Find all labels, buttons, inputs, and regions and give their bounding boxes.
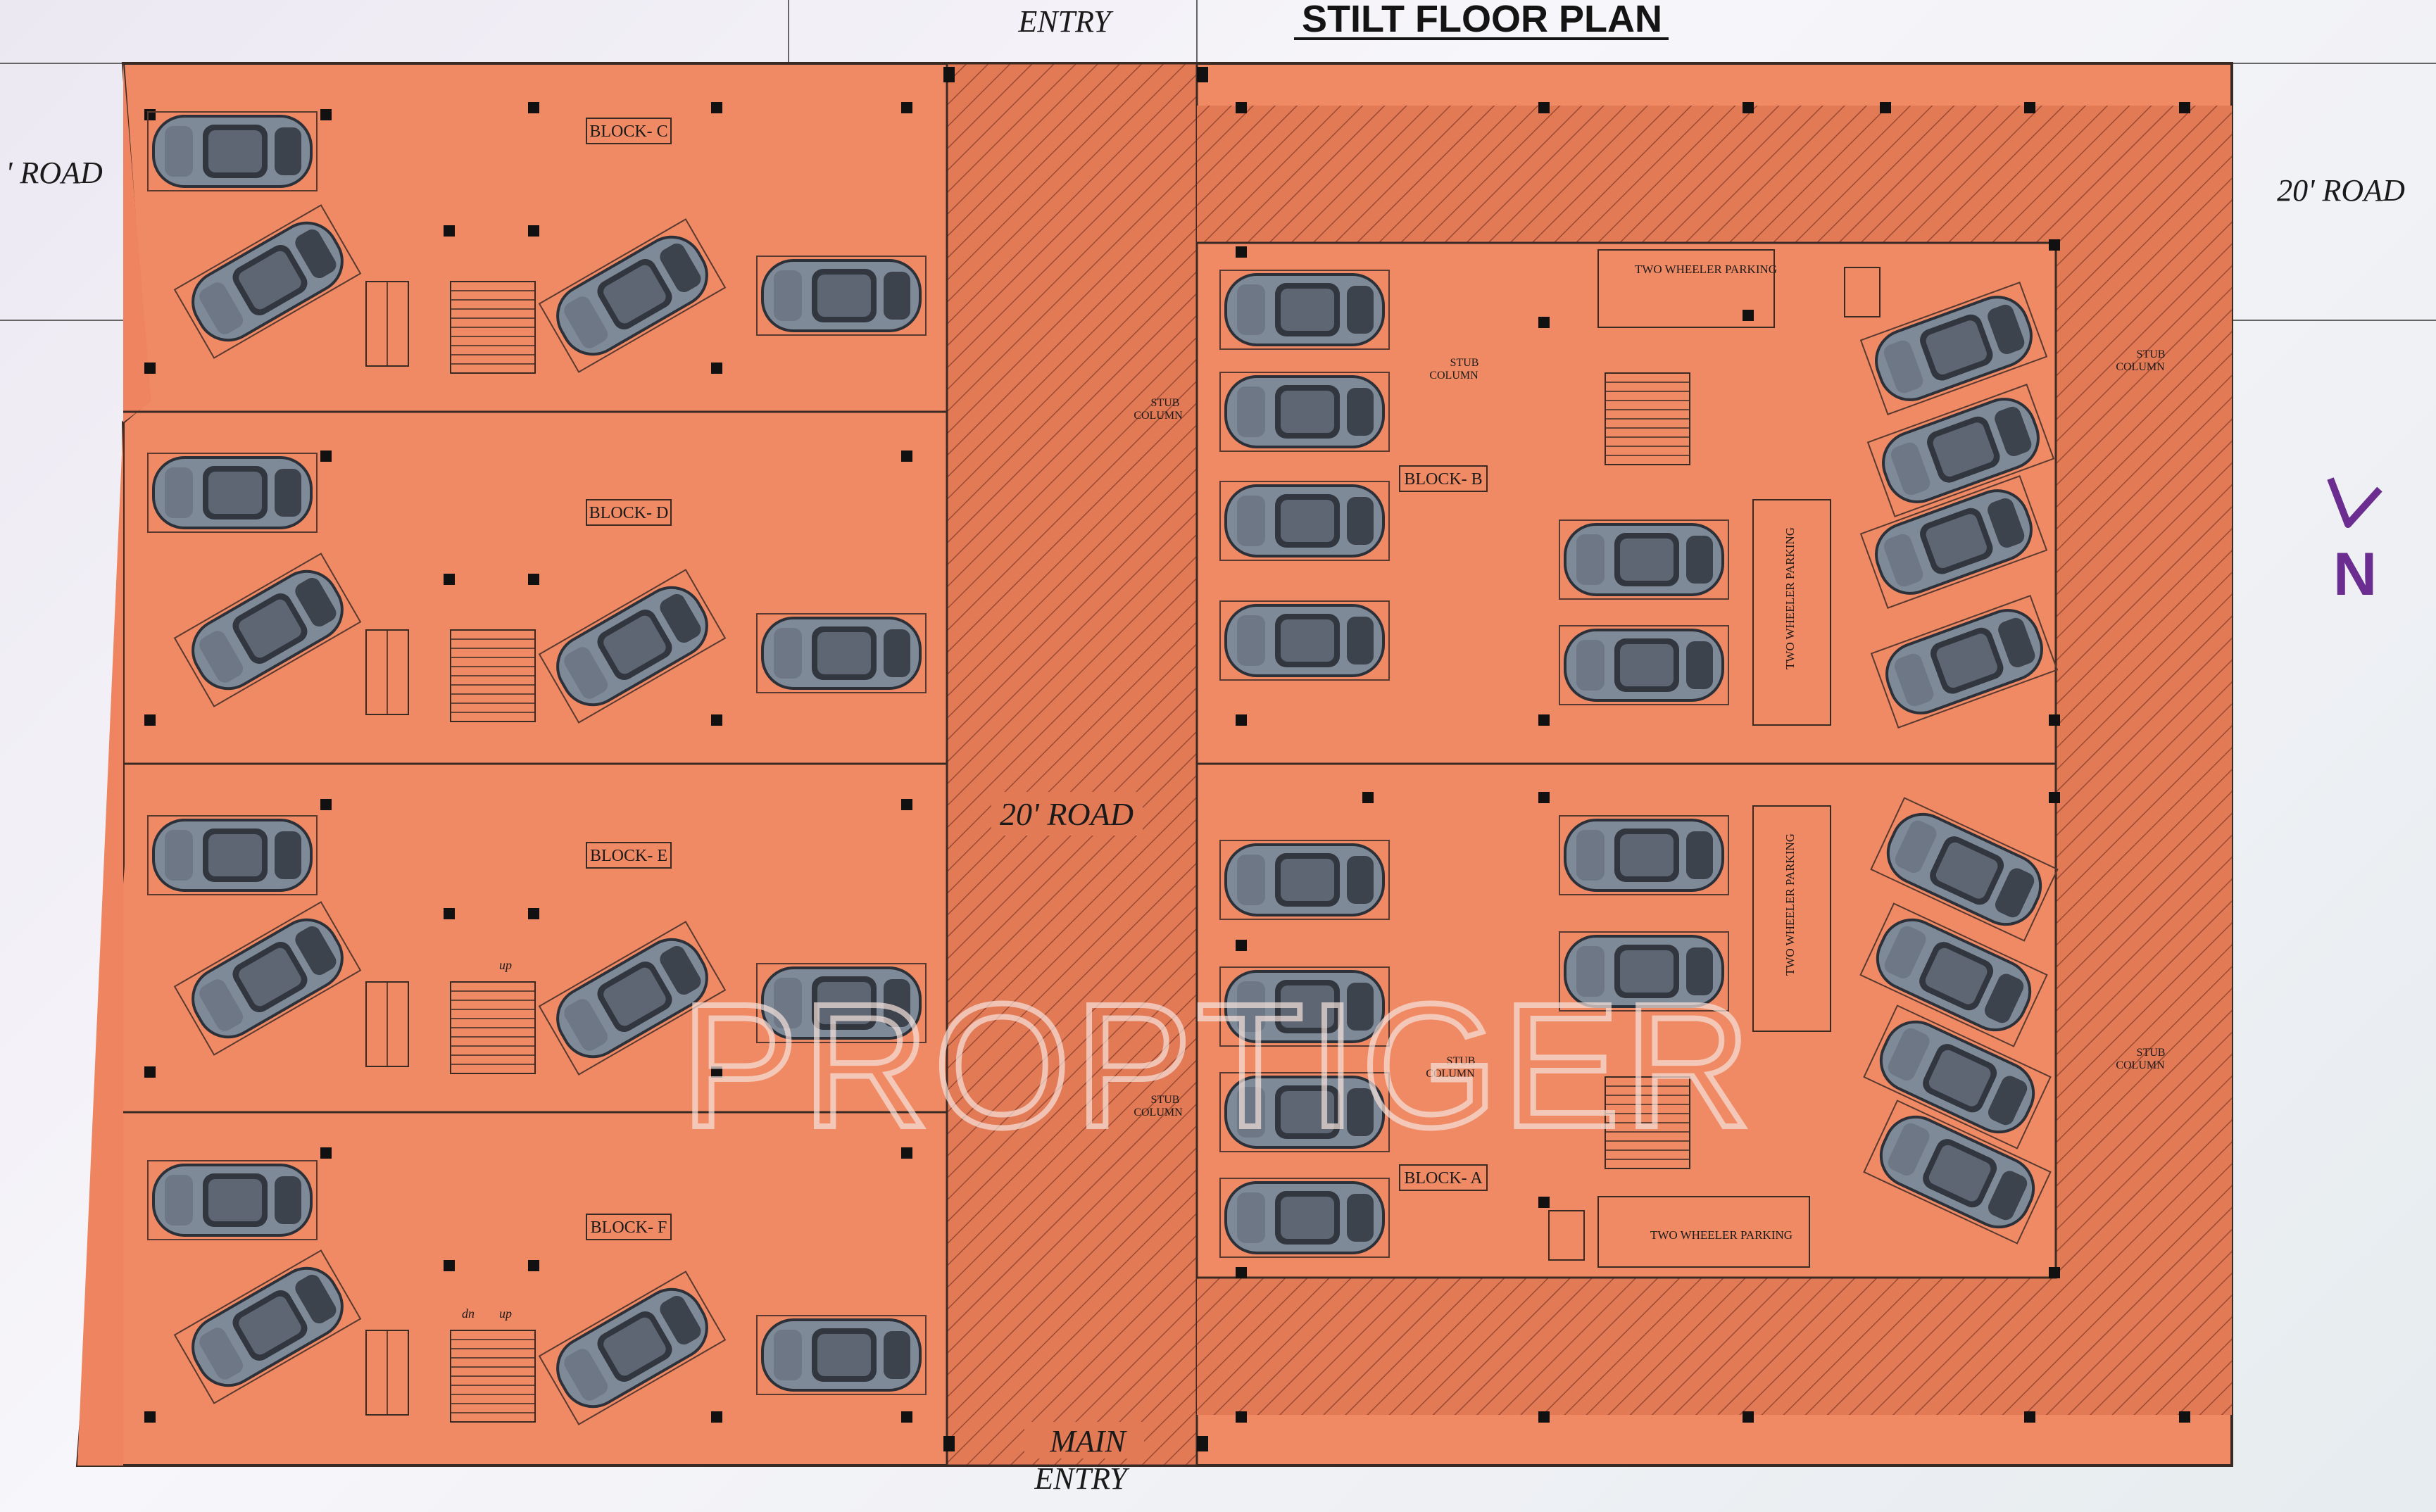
two-wheeler-zones — [1548, 249, 1881, 1268]
left-road-label: ' ROAD — [6, 156, 103, 190]
block-a-label: BLOCK- A — [1404, 1169, 1483, 1187]
two-wheeler-label-bottom: TWO WHEELER PARKING — [1650, 1228, 1793, 1242]
car — [146, 111, 318, 192]
stub-label: STUB — [1450, 357, 1479, 369]
column-label: COLUMN — [2116, 361, 2165, 373]
stair-direction-labels: up dn up — [462, 958, 512, 1321]
entry-label: ENTRY — [1017, 4, 1114, 39]
car — [1558, 814, 1730, 896]
stub-label: STUB — [1447, 1055, 1476, 1067]
main-entry-line1: MAIN — [1049, 1424, 1127, 1459]
two-wheeler-label-upper-vertical: TWO WHEELER PARKING — [1783, 527, 1797, 669]
west-partitions — [123, 410, 2056, 1114]
stub-column-labels: STUB COLUMN STUB COLUMN STUB COLUMN STUB… — [1134, 348, 2165, 1119]
block-f-label: BLOCK- F — [591, 1218, 667, 1237]
car — [755, 1314, 927, 1396]
right-road-label: 20' ROAD — [2277, 173, 2405, 208]
floor-plate-left-edge — [77, 63, 151, 1466]
car — [1219, 1177, 1390, 1259]
block-e-label: BLOCK- E — [590, 847, 667, 865]
stub-label: STUB — [2137, 348, 2166, 360]
car — [146, 814, 318, 896]
car — [1219, 600, 1390, 681]
column-label: COLUMN — [1429, 370, 1478, 382]
page-title: STILT FLOOR PLAN — [1302, 0, 1662, 40]
column-label: COLUMN — [1134, 1107, 1183, 1119]
north-compass: N — [2327, 477, 2382, 608]
stub-label: STUB — [2137, 1047, 2166, 1059]
main-entry-line2: ENTRY — [1034, 1461, 1130, 1496]
car — [1558, 519, 1730, 600]
car — [1219, 480, 1390, 562]
stair-dn-label: dn — [462, 1306, 475, 1321]
car — [1219, 371, 1390, 453]
columns — [144, 67, 2190, 1451]
east-driveways — [1195, 106, 2232, 1415]
column-label: COLUMN — [1426, 1068, 1475, 1080]
car — [146, 452, 318, 534]
car — [755, 255, 927, 336]
stair-up-label: up — [499, 1306, 512, 1321]
block-d-label: BLOCK- D — [589, 504, 669, 522]
center-road-label: 20' ROAD — [1000, 796, 1134, 832]
stair-up-label: up — [499, 958, 512, 972]
car — [146, 1159, 318, 1241]
block-labels: BLOCK- C BLOCK- D BLOCK- E BLOCK- F BLOC… — [586, 118, 1488, 1240]
block-b-label: BLOCK- B — [1404, 470, 1482, 489]
compass-arrow-icon — [2327, 477, 2382, 528]
compass-north-label: N — [2333, 541, 2377, 608]
road-labels: ENTRY ' ROAD 20' ROAD 20' ROAD MAIN ENTR… — [6, 4, 2405, 1496]
block-c-label: BLOCK- C — [589, 122, 667, 141]
two-wheeler-labels: TWO WHEELER PARKING TWO WHEELER PARKING … — [1635, 263, 1797, 1242]
watermark: PROPTIGER — [681, 967, 1755, 1164]
column-label: COLUMN — [2116, 1059, 2165, 1071]
column-label: COLUMN — [1134, 410, 1183, 422]
stub-label: STUB — [1151, 397, 1180, 409]
two-wheeler-label-lower-vertical: TWO WHEELER PARKING — [1783, 833, 1797, 976]
car — [1558, 624, 1730, 706]
central-road — [946, 62, 1198, 1467]
stub-label: STUB — [1151, 1094, 1180, 1106]
two-wheeler-label-top: TWO WHEELER PARKING — [1635, 263, 1777, 276]
car — [755, 612, 927, 694]
car — [1219, 269, 1390, 351]
car — [1219, 839, 1390, 921]
